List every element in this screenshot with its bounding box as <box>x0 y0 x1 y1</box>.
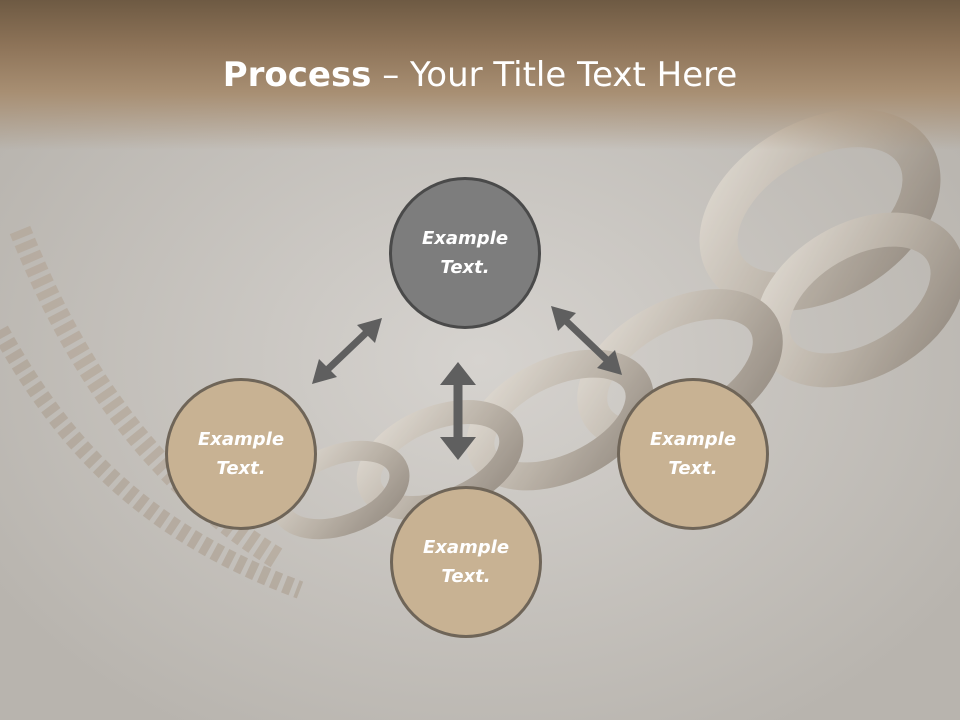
title-subtitle-text: – Your Title Text Here <box>371 55 738 95</box>
arrow-top-right <box>551 306 622 375</box>
node-left-text: Example Text. <box>197 429 285 479</box>
process-node-bottom: Example Text. <box>390 486 542 638</box>
node-right-text: Example Text. <box>649 429 737 479</box>
slide-title: Process – Your Title Text Here <box>0 52 960 98</box>
process-node-top: Example Text. <box>389 177 541 329</box>
arrow-top-left <box>312 318 382 384</box>
title-band <box>0 0 960 150</box>
title-bold-word: Process <box>222 55 372 95</box>
node-bottom-text: Example Text. <box>422 537 510 587</box>
process-node-right: Example Text. <box>617 378 769 530</box>
node-top-text: Example Text. <box>421 228 509 278</box>
arrow-vertical <box>440 362 476 460</box>
process-node-left: Example Text. <box>165 378 317 530</box>
